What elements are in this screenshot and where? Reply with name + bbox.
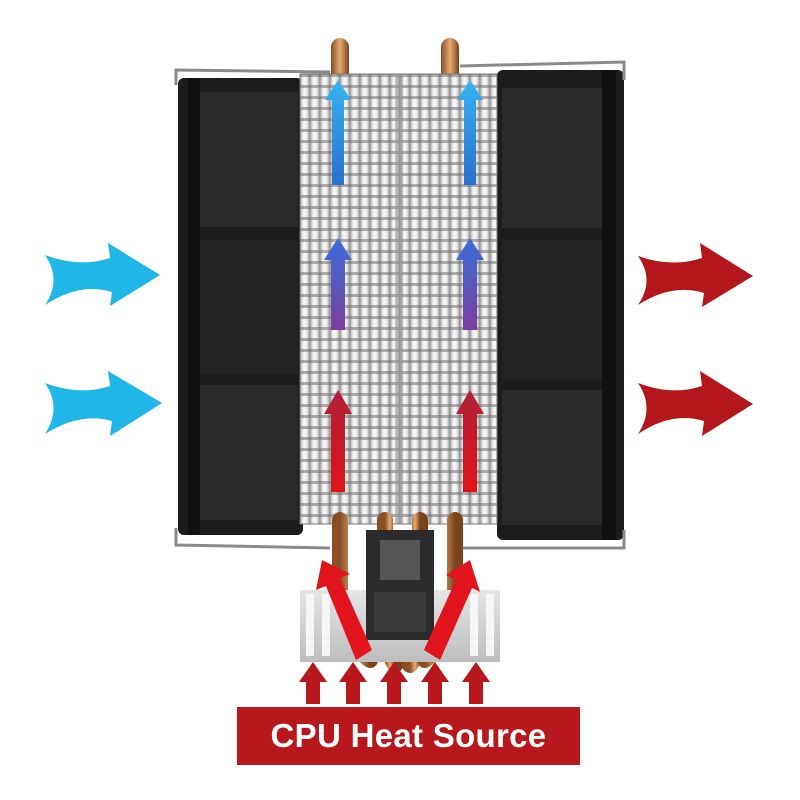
arrow-right-icon [638,243,753,307]
arrow-up-icon [316,560,372,660]
arrow-up-icon [457,80,483,185]
heat-flow-right [456,80,484,492]
arrow-up-icon [299,662,327,704]
arrow-up-icon [325,80,351,185]
base-heat-arrows [316,560,480,660]
arrow-up-icon [456,238,484,330]
heat-source-arrows [299,662,490,704]
exhaust-arrows [638,243,753,436]
arrow-up-icon [324,390,352,492]
arrow-right-icon [638,371,753,436]
arrow-up-icon [424,560,480,660]
arrow-right-icon [45,243,160,306]
heat-flow-left [324,80,352,492]
arrow-up-icon [380,662,408,704]
arrow-up-icon [421,662,449,704]
heat-source-label: CPU Heat Source [270,717,547,754]
left-fan [178,78,303,535]
right-fan [497,70,624,540]
intake-arrows [45,243,162,436]
arrow-right-icon [45,371,162,436]
fan-clips [174,60,626,550]
cooler-base [300,530,500,662]
arrow-up-icon [456,390,484,492]
arrow-up-icon [462,662,490,704]
arrow-up-icon [324,238,352,330]
heat-source-banner: CPU Heat Source [237,707,580,765]
arrow-up-icon [339,662,367,704]
